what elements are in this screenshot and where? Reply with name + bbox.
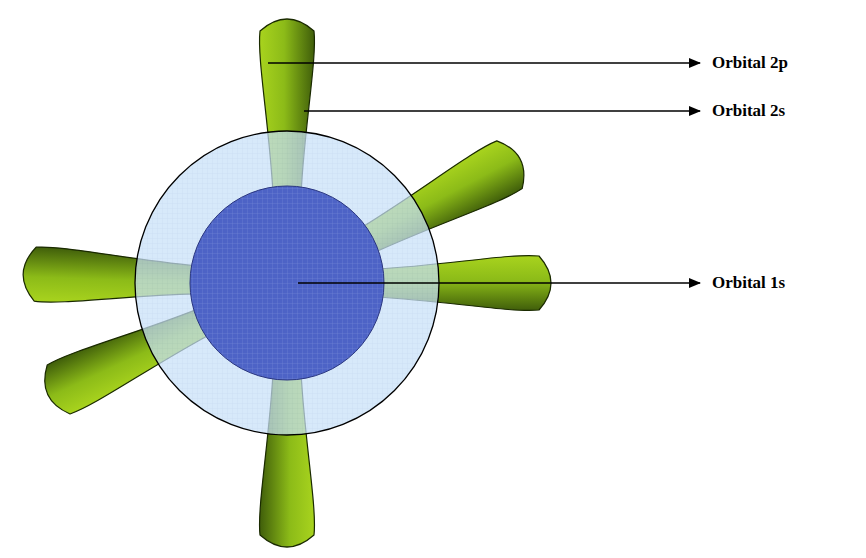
orbital-label: Orbital 1s xyxy=(712,273,785,293)
orbital-label: Orbital 2s xyxy=(712,101,785,121)
leader-lines xyxy=(268,63,700,283)
orbital-label: Orbital 2p xyxy=(712,53,788,73)
